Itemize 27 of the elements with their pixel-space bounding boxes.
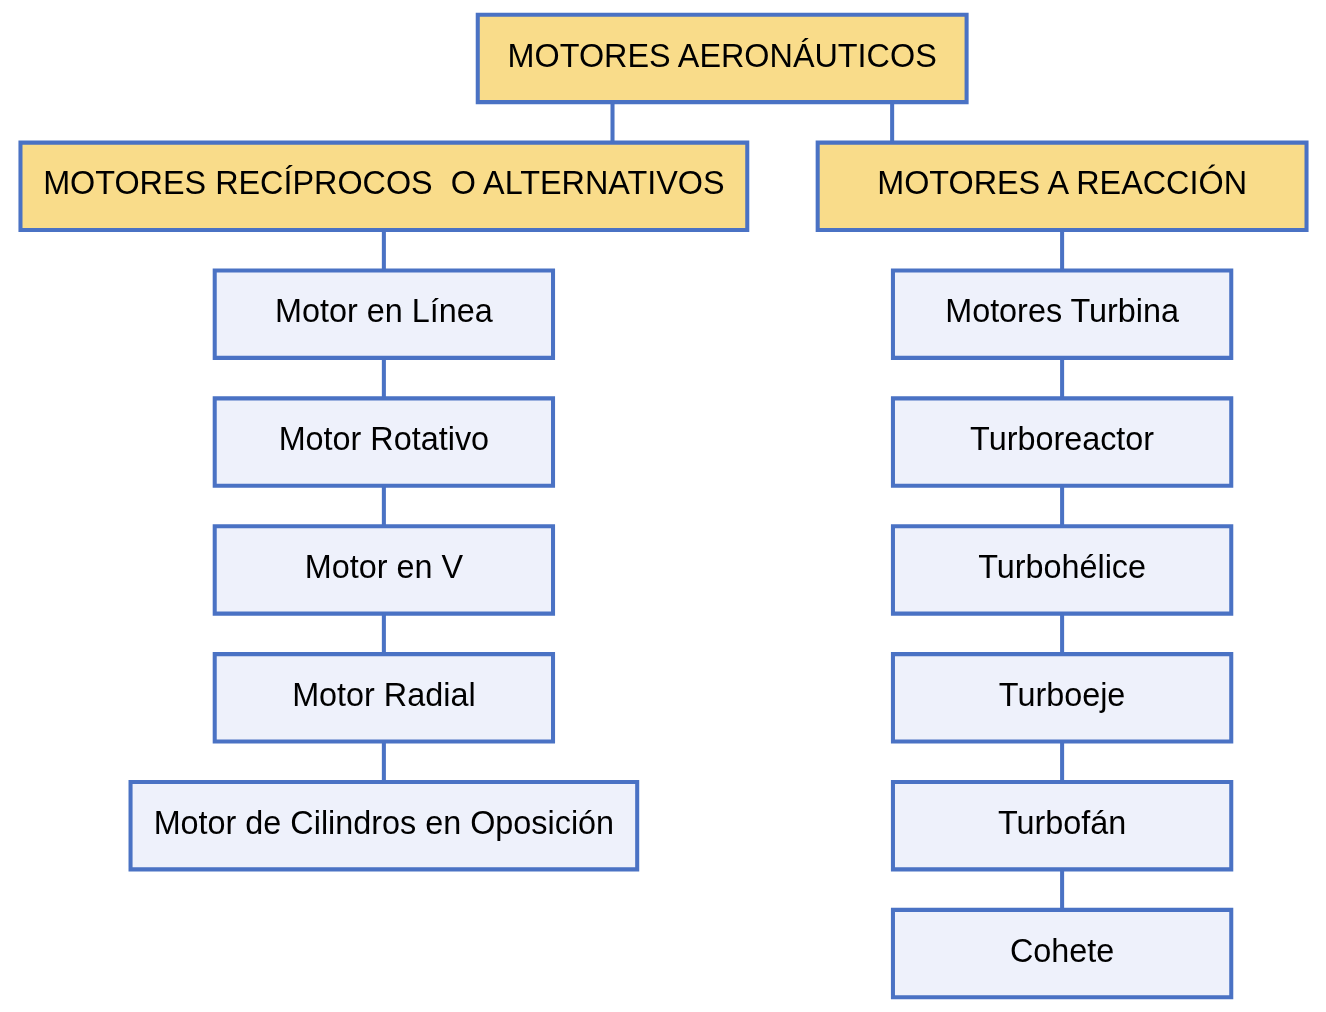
node-box: Motor Radial xyxy=(212,652,555,744)
connector xyxy=(889,102,894,143)
connector xyxy=(381,741,386,782)
connector xyxy=(1059,613,1064,654)
node-box: Motor en V xyxy=(212,524,555,616)
node-box: MOTORES AERONÁUTICOS xyxy=(475,12,969,105)
connector xyxy=(1059,869,1064,910)
node-box: Turbofán xyxy=(890,779,1233,872)
connector xyxy=(381,230,386,271)
node-box: Motor en Línea xyxy=(212,268,555,360)
node-box: MOTORES RECÍPROCOS O ALTERNATIVOS xyxy=(17,140,749,233)
connector xyxy=(1059,741,1064,782)
connector xyxy=(381,358,386,398)
connector xyxy=(610,102,615,143)
connector xyxy=(381,613,386,654)
connector xyxy=(1059,358,1064,398)
node-box: Turboreactor xyxy=(890,396,1233,488)
node-box: Motor de Cilindros en Oposición xyxy=(128,779,639,872)
connector xyxy=(381,486,386,526)
node-box: Turboeje xyxy=(890,652,1233,744)
connector xyxy=(1059,230,1064,271)
node-box: Turbohélice xyxy=(890,524,1233,616)
node-box: Motor Rotativo xyxy=(212,396,555,488)
node-box: Motores Turbina xyxy=(890,268,1233,360)
node-box: Cohete xyxy=(890,907,1233,1000)
node-box: MOTORES A REACCIÓN xyxy=(815,140,1309,233)
connector xyxy=(1059,486,1064,526)
